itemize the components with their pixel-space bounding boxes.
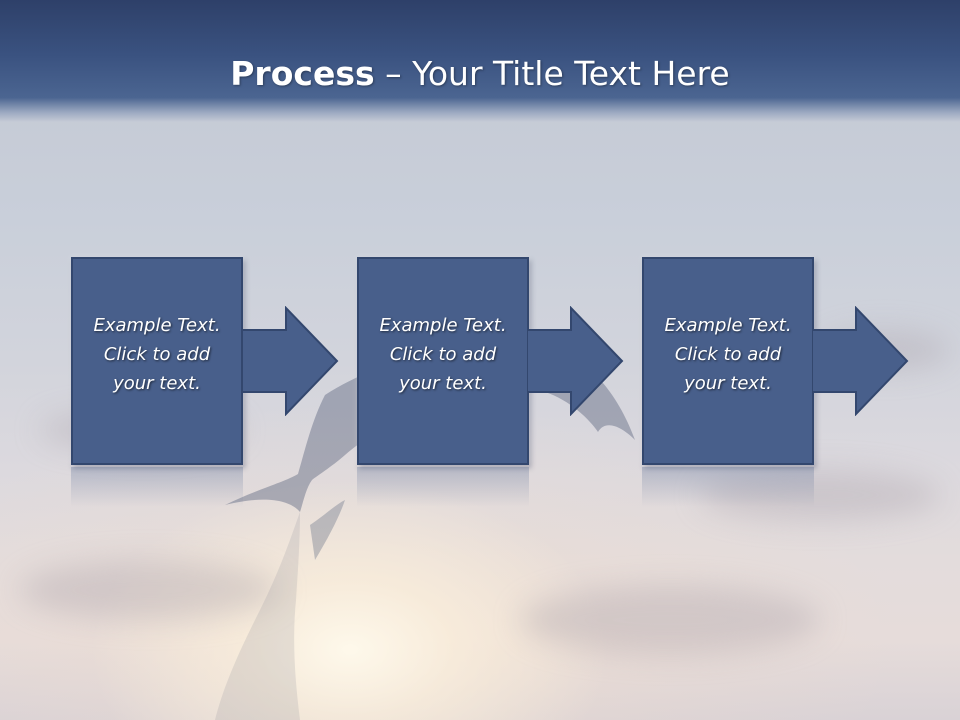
step-text-line: Example Text. [664,315,792,336]
step-text-line: Click to add [103,344,211,365]
step-text-line: Click to add [674,344,782,365]
background-cloud [700,470,940,520]
step-text-line: your text. [684,373,772,394]
process-step-text: Example Text. Click to add your text. [359,311,527,398]
process-step-box-3[interactable]: Example Text. Click to add your text. [642,257,814,507]
slide-title-rest: – Your Title Text Here [374,54,730,93]
slide-title[interactable]: Process – Your Title Text Here [0,52,960,96]
step-text-line: your text. [113,373,201,394]
background-cloud [20,560,280,620]
right-arrow-icon [812,306,909,416]
process-step-text: Example Text. Click to add your text. [73,311,241,398]
background-cloud [520,585,820,655]
process-step-text: Example Text. Click to add your text. [644,311,812,398]
process-step-box-2[interactable]: Example Text. Click to add your text. [357,257,529,507]
slide-title-bold: Process [230,54,375,93]
right-arrow-icon [527,306,624,416]
step-text-line: Example Text. [93,315,221,336]
process-step-box-1[interactable]: Example Text. Click to add your text. [71,257,243,507]
step-text-line: Example Text. [379,315,507,336]
step-text-line: your text. [399,373,487,394]
right-arrow-icon [242,306,339,416]
step-text-line: Click to add [389,344,497,365]
title-bar [0,0,960,122]
